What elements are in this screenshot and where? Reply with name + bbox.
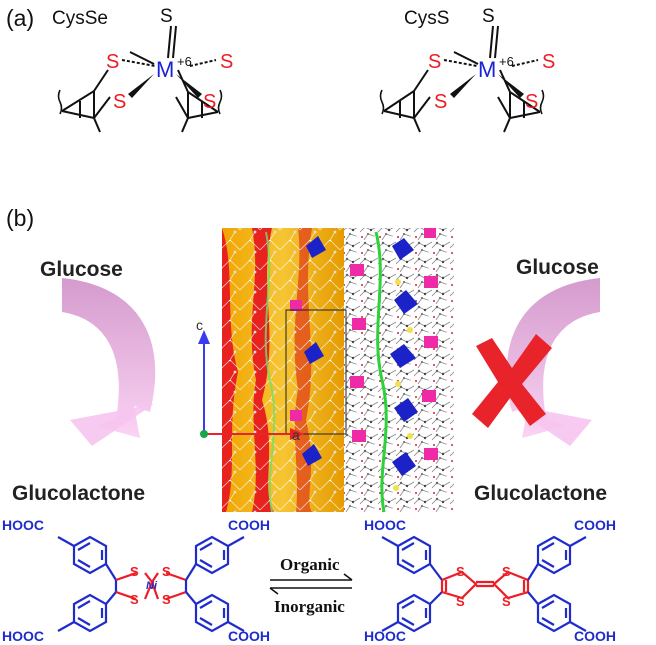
molecule-ni-dithiolene	[57, 535, 245, 633]
ni-s4: S	[162, 592, 171, 607]
right-apical: CysS	[404, 8, 449, 29]
left-cooh-top: COOH	[228, 517, 270, 533]
ni-center: Ni	[146, 580, 158, 592]
ni-s2: S	[130, 592, 139, 607]
left-ox-state: +6	[177, 54, 192, 69]
right-s4: S	[525, 91, 538, 113]
left-metal: M	[156, 57, 174, 82]
molecule-ttf	[381, 535, 587, 633]
axis-indicator: c a	[196, 317, 304, 443]
right-s1: S	[428, 51, 441, 73]
left-s3: S	[220, 51, 233, 73]
right-hooc-top: HOOC	[364, 517, 406, 533]
left-apical: CysSe	[52, 8, 108, 29]
right-cooh-top: COOH	[574, 517, 616, 533]
right-metal: M	[478, 57, 496, 82]
ni-s1: S	[130, 564, 139, 579]
right-s3: S	[542, 51, 555, 73]
axis-c-label: c	[196, 317, 203, 333]
left-s1: S	[106, 51, 119, 73]
left-substrate-label: Glucose	[40, 258, 123, 281]
ttf-s1: S	[456, 564, 465, 579]
panel-b-label: (b)	[6, 205, 34, 231]
complex-right: CysS S M +6 S S S S	[379, 6, 555, 133]
left-cooh-bottom: COOH	[228, 628, 270, 644]
axis-a-label: a	[292, 427, 300, 443]
crystal-structure-image	[222, 228, 454, 513]
left-s4: S	[203, 91, 216, 113]
equilibrium-bottom-label: Inorganic	[274, 597, 345, 616]
ttf-s4: S	[502, 594, 511, 609]
right-hooc-bottom: HOOC	[364, 628, 406, 644]
equilibrium-arrows	[269, 573, 353, 595]
right-cooh-bottom: COOH	[574, 628, 616, 644]
right-s2: S	[434, 91, 447, 113]
left-arrowhead	[70, 404, 154, 446]
left-s2: S	[113, 91, 126, 113]
right-ox-state: +6	[499, 54, 514, 69]
left-curved-arrow	[62, 278, 156, 438]
ttf-s2: S	[456, 594, 465, 609]
ni-s3: S	[162, 564, 171, 579]
left-hooc-top: HOOC	[2, 517, 44, 533]
panel-a-label: (a)	[6, 5, 34, 31]
right-oxo: S	[482, 6, 495, 27]
left-hooc-bottom: HOOC	[2, 628, 44, 644]
left-oxo: S	[160, 6, 173, 27]
right-product-label: Glucolactone	[474, 482, 607, 505]
left-product-label: Glucolactone	[12, 482, 145, 505]
right-substrate-label: Glucose	[516, 256, 599, 279]
complex-left: CysSe S M +6 S S S S	[52, 6, 233, 133]
cross-mark	[472, 334, 552, 428]
ttf-s3: S	[502, 564, 511, 579]
equilibrium-top-label: Organic	[280, 555, 340, 574]
